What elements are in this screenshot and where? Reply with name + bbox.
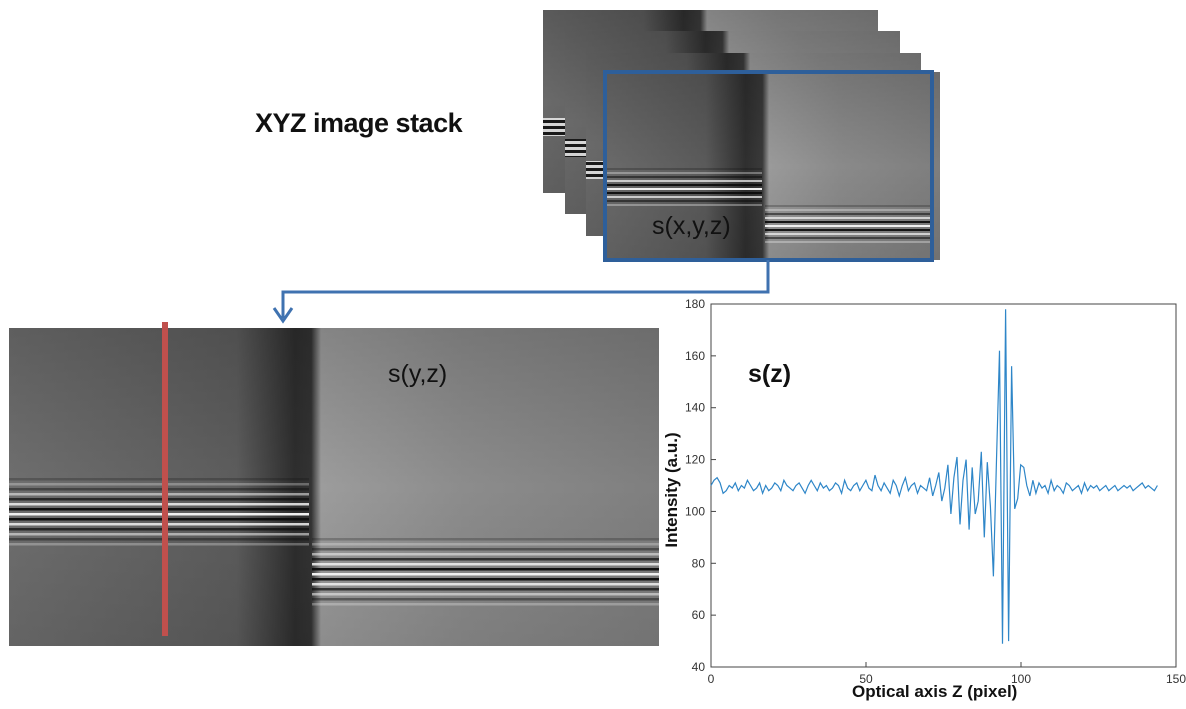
- fringe-band: [9, 543, 309, 546]
- y-axis-label: Intensity (a.u.): [662, 432, 681, 548]
- stack-title: XYZ image stack: [255, 108, 463, 138]
- y-tick-label: 180: [685, 297, 705, 311]
- fringe-band: [765, 213, 932, 215]
- fringe-band: [765, 241, 932, 243]
- fringe-band: [9, 478, 309, 481]
- fringe-band: [607, 168, 762, 170]
- fringe-band: [607, 184, 762, 186]
- fringe-band: [9, 513, 309, 516]
- x-axis-ticks: 0 50 100 150: [708, 662, 1186, 686]
- fringe-band: [312, 548, 659, 551]
- profile-label: s(z): [748, 360, 792, 388]
- fringe-band: [312, 583, 659, 586]
- image-stack: [543, 10, 940, 262]
- profile-marker-line: [162, 322, 168, 636]
- intensity-plot: 40 60 80 100 120 140 160 180 0 50 100 150: [685, 297, 1186, 686]
- fringe-band: [312, 538, 659, 541]
- fringe-band: [765, 229, 932, 231]
- fringe-band: [312, 598, 659, 601]
- arrow-head: [272, 307, 294, 324]
- fringe-band: [607, 172, 762, 174]
- fringe-band: [9, 533, 309, 536]
- y-tick-label: 60: [692, 608, 706, 622]
- fringe-band: [607, 196, 762, 198]
- fringe-band: [9, 493, 309, 496]
- fringes-right: [765, 205, 932, 243]
- fringe-band: [765, 209, 932, 211]
- fringe-band: [765, 237, 932, 239]
- fringe-band: [312, 573, 659, 576]
- fringe-band: [607, 180, 762, 182]
- fringes-left: [607, 168, 762, 206]
- y-axis-ticks: 40 60 80 100 120 140 160 180: [685, 297, 716, 674]
- x-tick-label: 150: [1166, 672, 1186, 686]
- connector-arrow: [281, 260, 770, 318]
- x-axis-label: Optical axis Z (pixel): [852, 682, 1018, 701]
- fringe-band: [9, 518, 309, 521]
- fringe-band: [765, 205, 932, 207]
- y-tick-label: 100: [685, 504, 705, 518]
- fringe-band: [312, 603, 659, 606]
- fringe-band: [9, 503, 309, 506]
- fringe-band: [607, 200, 762, 202]
- y-tick-label: 160: [685, 349, 705, 363]
- fringe-band: [765, 225, 932, 227]
- fringe-band: [9, 483, 309, 486]
- slice-fringes-right: [312, 538, 659, 606]
- plot-frame: [710, 303, 1177, 668]
- slice-fringes-left: [9, 478, 309, 546]
- slice-label: s(y,z): [388, 360, 448, 388]
- y-tick-label: 80: [692, 556, 706, 570]
- fringe-band: [9, 508, 309, 511]
- x-tick-label: 100: [1011, 672, 1031, 686]
- x-tick-label: 50: [859, 672, 873, 686]
- y-tick-label: 40: [692, 660, 706, 674]
- fringe-band: [9, 488, 309, 491]
- yz-slice-image: [9, 322, 659, 646]
- fringe-band: [765, 217, 932, 219]
- fringe-band: [9, 498, 309, 501]
- fringe-band: [312, 558, 659, 561]
- y-tick-label: 140: [685, 401, 705, 415]
- fringe-band: [312, 563, 659, 566]
- x-tick-label: 0: [708, 672, 715, 686]
- fringe-band: [607, 188, 762, 190]
- fringe-band: [312, 568, 659, 571]
- y-tick-label: 120: [685, 453, 705, 467]
- fringe-band: [312, 593, 659, 596]
- fringe-band: [607, 204, 762, 206]
- intensity-series-line: [710, 309, 1158, 644]
- frame-label: s(x,y,z): [652, 212, 731, 240]
- fringe-band: [312, 578, 659, 581]
- fringe-band: [607, 176, 762, 178]
- fringe-band: [9, 528, 309, 531]
- fringe-band: [607, 192, 762, 194]
- fringe-band: [9, 538, 309, 541]
- fringe-band: [312, 588, 659, 591]
- stack-frame-front: [603, 70, 940, 262]
- fringe-band: [765, 233, 932, 235]
- fringe-band: [9, 523, 309, 526]
- fringe-band: [312, 543, 659, 546]
- fringe-band: [312, 553, 659, 556]
- fringe-band: [765, 221, 932, 223]
